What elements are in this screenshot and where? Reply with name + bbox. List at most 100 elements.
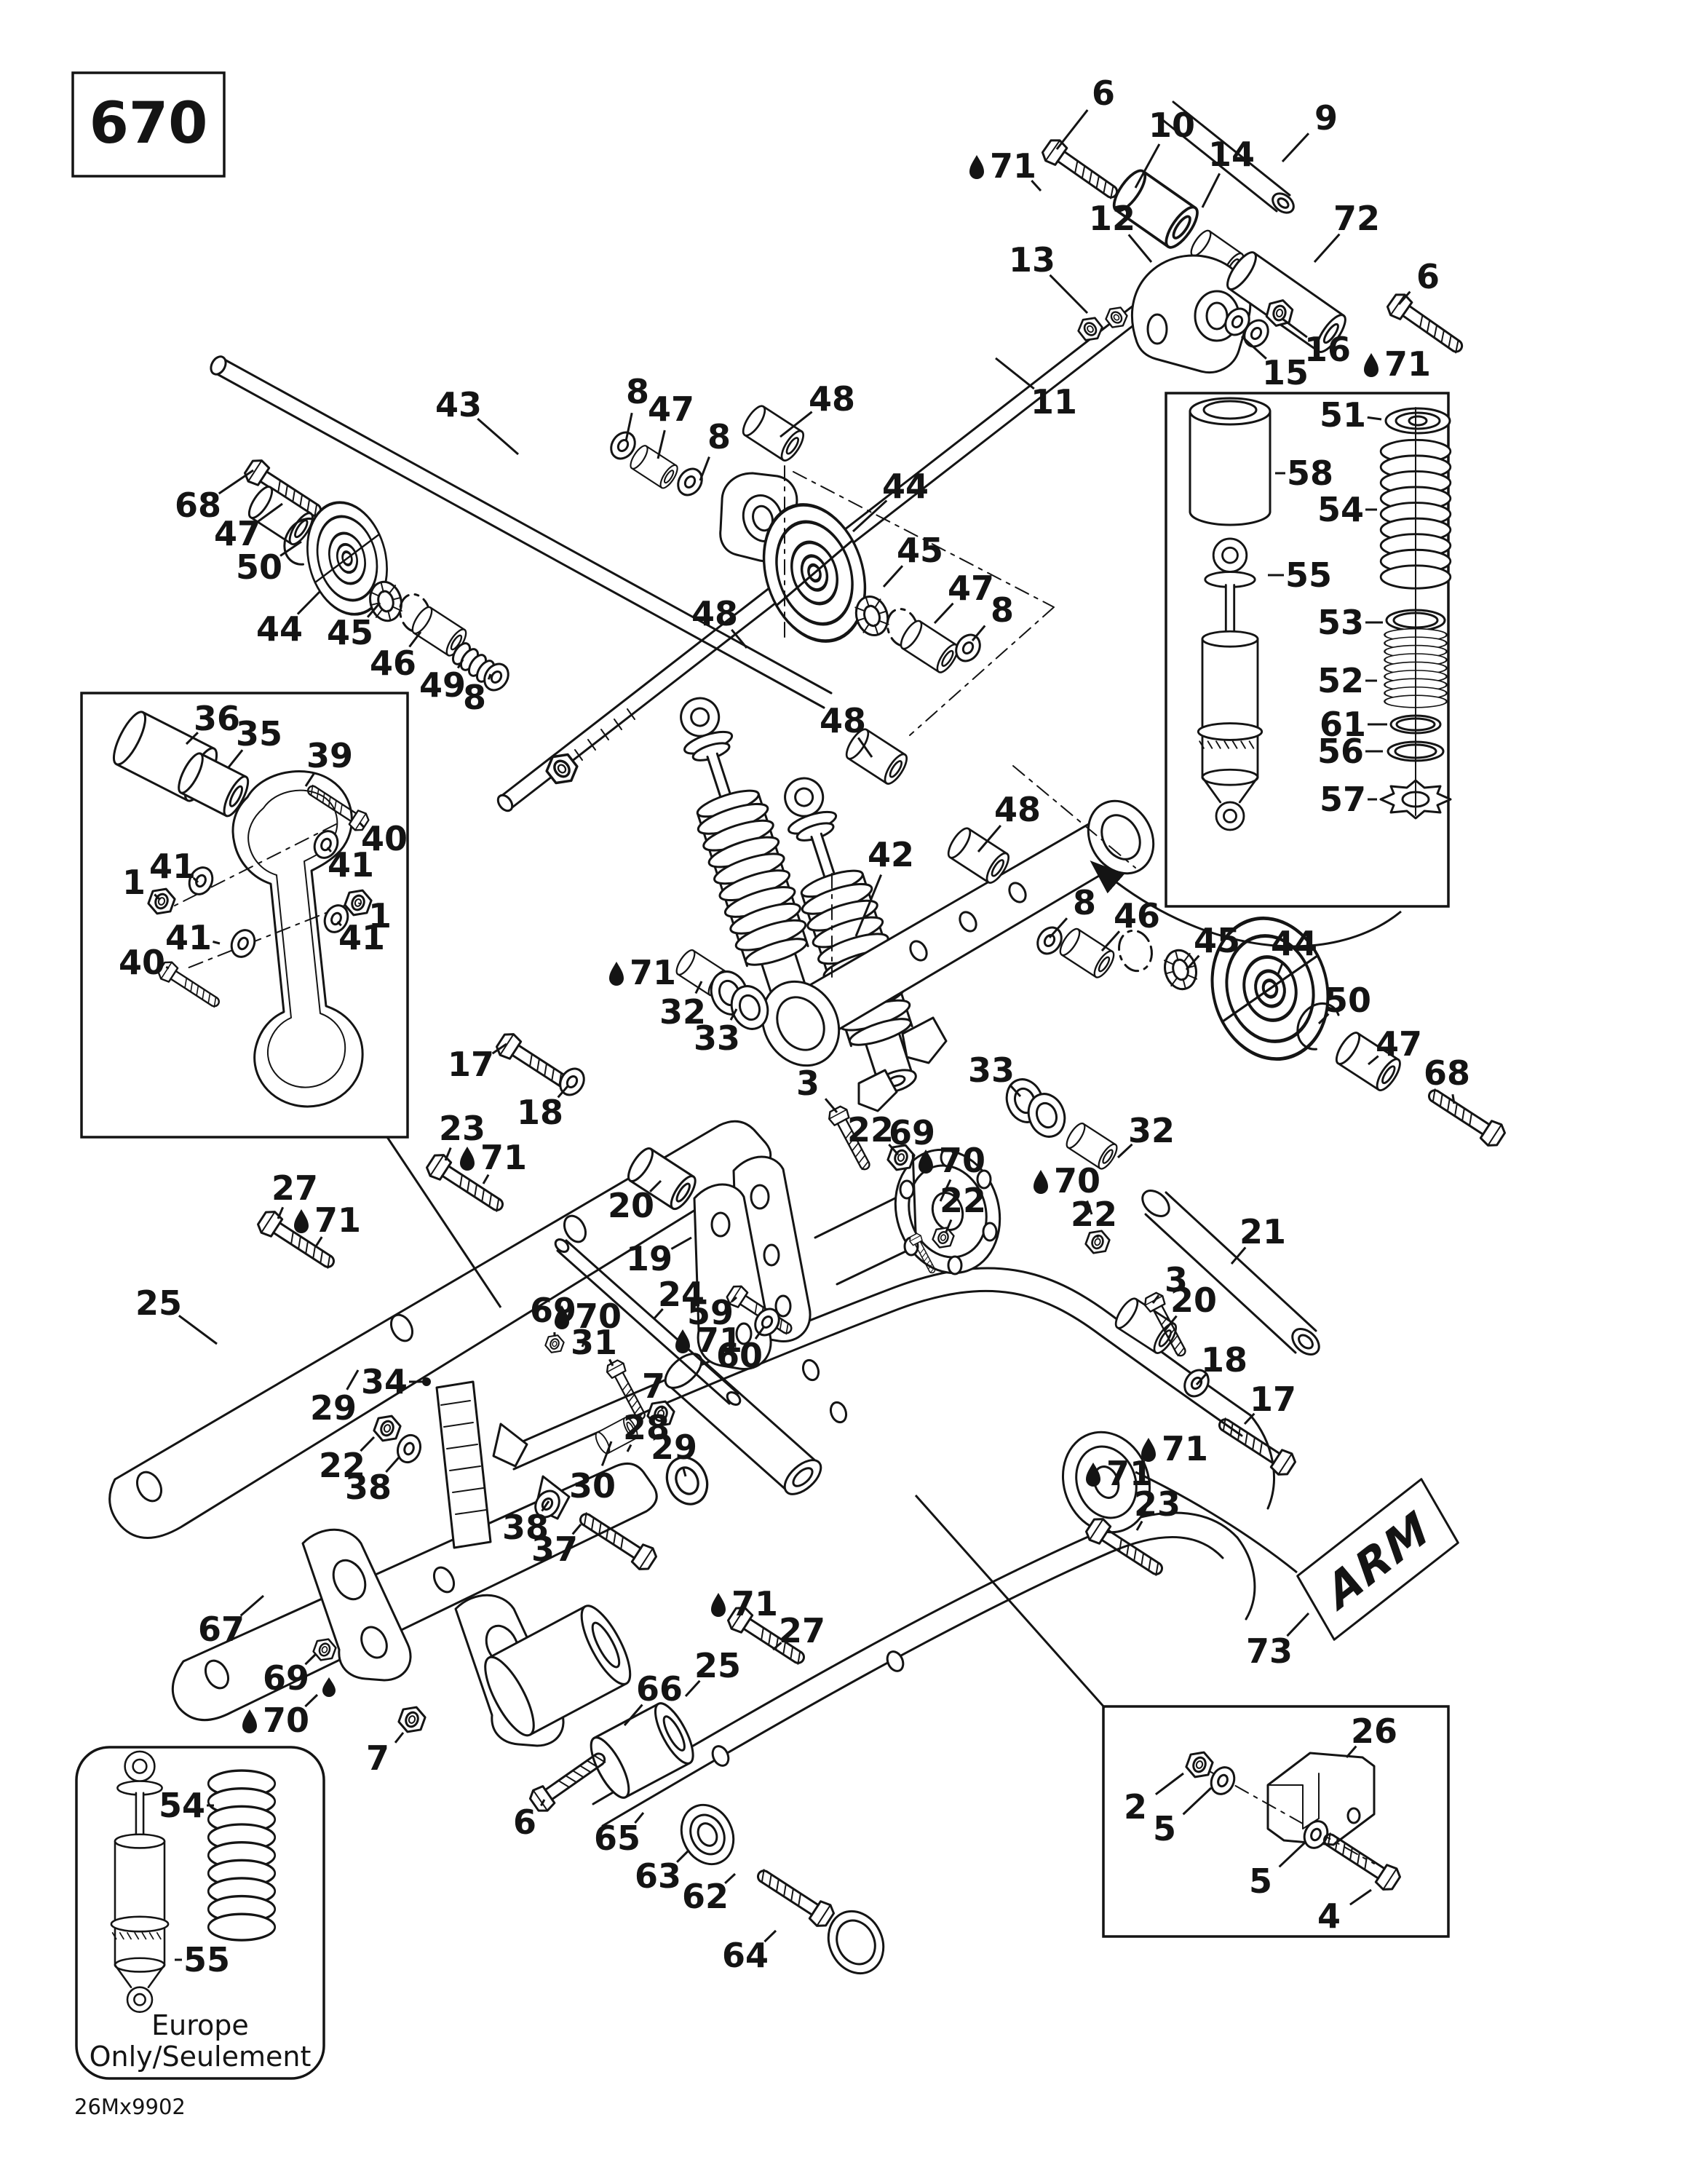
callout-22: 22 bbox=[319, 1436, 376, 1485]
svg-text:48: 48 bbox=[820, 701, 866, 740]
callout-70: 70 bbox=[555, 1297, 622, 1348]
svg-text:48: 48 bbox=[994, 790, 1041, 829]
callout-4: 4 bbox=[1317, 1888, 1372, 1936]
callout-54: 54 bbox=[159, 1786, 214, 1825]
svg-text:33: 33 bbox=[694, 1018, 740, 1058]
svg-text:62: 62 bbox=[682, 1877, 729, 1916]
loctite-drop-icon bbox=[555, 1305, 569, 1329]
svg-text:22: 22 bbox=[847, 1110, 894, 1150]
bushing-48-top bbox=[738, 402, 809, 465]
callout-34: 34 bbox=[361, 1362, 431, 1401]
callout-5: 5 bbox=[1249, 1840, 1307, 1901]
hub-flange-right bbox=[1061, 1431, 1151, 1534]
axle-tube-30 bbox=[664, 1353, 822, 1495]
svg-text:71: 71 bbox=[990, 146, 1036, 186]
svg-text:7: 7 bbox=[642, 1366, 665, 1406]
svg-text:63: 63 bbox=[635, 1856, 681, 1896]
svg-text:3: 3 bbox=[796, 1064, 820, 1103]
callout-37: 37 bbox=[531, 1524, 582, 1569]
callout-68: 68 bbox=[1424, 1053, 1470, 1104]
svg-text:11: 11 bbox=[1031, 382, 1077, 422]
svg-text:23: 23 bbox=[1134, 1484, 1181, 1524]
svg-text:41: 41 bbox=[149, 847, 196, 886]
svg-text:6: 6 bbox=[1416, 257, 1440, 296]
callout-8: 8 bbox=[624, 372, 649, 442]
svg-text:43: 43 bbox=[435, 385, 482, 424]
callout-12: 12 bbox=[1089, 199, 1153, 263]
callout-17: 17 bbox=[448, 1042, 507, 1084]
reference-arrow bbox=[1090, 860, 1402, 948]
svg-text:71: 71 bbox=[1384, 344, 1431, 384]
callout-42: 42 bbox=[854, 835, 914, 937]
svg-text:6: 6 bbox=[513, 1803, 536, 1842]
callout-51: 51 bbox=[1320, 395, 1382, 435]
callout-52: 52 bbox=[1317, 661, 1377, 700]
washer-38-left bbox=[392, 1431, 426, 1467]
callout-2: 2 bbox=[1124, 1772, 1184, 1827]
callout-30: 30 bbox=[569, 1441, 616, 1506]
callout-38: 38 bbox=[345, 1457, 400, 1507]
callout-13: 13 bbox=[1009, 240, 1089, 314]
svg-text:4: 4 bbox=[1317, 1896, 1341, 1936]
callout-27: 27 bbox=[271, 1168, 318, 1219]
callout-9: 9 bbox=[1281, 98, 1338, 163]
callout-8: 8 bbox=[699, 417, 731, 481]
svg-text:12: 12 bbox=[1089, 199, 1135, 238]
callout-25: 25 bbox=[684, 1646, 741, 1698]
bumper-58 bbox=[1189, 397, 1272, 526]
svg-text:71: 71 bbox=[480, 1138, 527, 1177]
svg-text:44: 44 bbox=[1271, 924, 1317, 963]
bolt-62 bbox=[751, 1861, 838, 1931]
callout-6: 6 bbox=[1397, 257, 1440, 305]
svg-text:26: 26 bbox=[1351, 1712, 1397, 1751]
svg-text:22: 22 bbox=[319, 1446, 365, 1485]
decal-pointer bbox=[1135, 1471, 1298, 1574]
callout-48: 48 bbox=[820, 701, 873, 758]
svg-text:47: 47 bbox=[1376, 1024, 1422, 1064]
svg-text:71: 71 bbox=[630, 953, 676, 992]
callout-14: 14 bbox=[1201, 135, 1255, 208]
loctite-drop-icon bbox=[711, 1593, 726, 1617]
callout-64: 64 bbox=[722, 1929, 777, 1975]
callout-70: 70 bbox=[1034, 1161, 1100, 1215]
callout-45: 45 bbox=[327, 602, 381, 652]
svg-text:8: 8 bbox=[707, 417, 731, 456]
svg-text:31: 31 bbox=[571, 1323, 617, 1362]
svg-text:54: 54 bbox=[159, 1786, 205, 1825]
svg-text:21: 21 bbox=[1239, 1212, 1286, 1251]
callout-33: 33 bbox=[694, 1008, 740, 1058]
svg-text:30: 30 bbox=[569, 1466, 616, 1506]
callout-31: 31 bbox=[571, 1323, 617, 1366]
callout-36: 36 bbox=[185, 699, 240, 745]
svg-text:70: 70 bbox=[575, 1297, 622, 1336]
svg-text:49: 49 bbox=[419, 665, 466, 705]
callout-55: 55 bbox=[1268, 555, 1332, 595]
cross-rod-21 bbox=[1141, 1190, 1320, 1356]
callout-8: 8 bbox=[1048, 883, 1096, 938]
callout-70: 70 bbox=[242, 1693, 319, 1740]
callout-47: 47 bbox=[214, 502, 283, 553]
inset-box-link bbox=[80, 692, 502, 1308]
callout-66: 66 bbox=[623, 1669, 683, 1726]
svg-text:59: 59 bbox=[687, 1293, 734, 1332]
callout-59: 59 bbox=[687, 1293, 737, 1332]
diagram-code: 26Mx9902 bbox=[74, 2094, 186, 2119]
loctite-drop-icon bbox=[675, 1329, 690, 1353]
callout-65: 65 bbox=[594, 1812, 645, 1858]
washer-5-a bbox=[1205, 1762, 1240, 1800]
svg-text:66: 66 bbox=[636, 1669, 683, 1709]
europe-line1: Europe bbox=[151, 2009, 249, 2041]
callout-6: 6 bbox=[513, 1799, 546, 1842]
svg-text:8: 8 bbox=[1073, 883, 1096, 922]
svg-text:23: 23 bbox=[439, 1109, 485, 1148]
callout-71: 71 bbox=[460, 1138, 527, 1184]
svg-text:48: 48 bbox=[809, 379, 855, 419]
bottom-plate-b bbox=[301, 1528, 412, 1682]
svg-text:27: 27 bbox=[271, 1168, 318, 1208]
pivot-arm-42 bbox=[761, 799, 1155, 1067]
svg-text:7: 7 bbox=[366, 1738, 389, 1778]
callout-63: 63 bbox=[635, 1849, 690, 1896]
decal-73: ARM bbox=[1296, 1478, 1459, 1641]
nut-2 bbox=[1183, 1747, 1216, 1782]
